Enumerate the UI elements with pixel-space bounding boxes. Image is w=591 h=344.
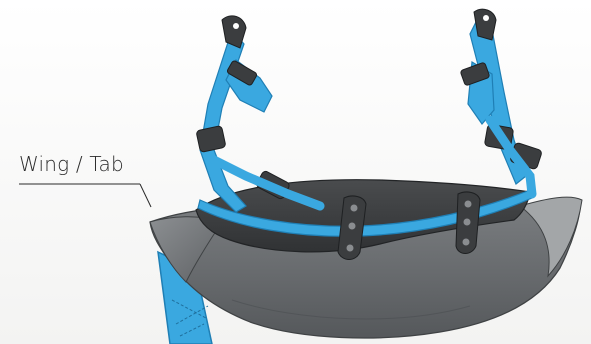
right-connector-plate — [456, 192, 480, 254]
wing-tab-label: Wing / Tab — [19, 154, 124, 174]
